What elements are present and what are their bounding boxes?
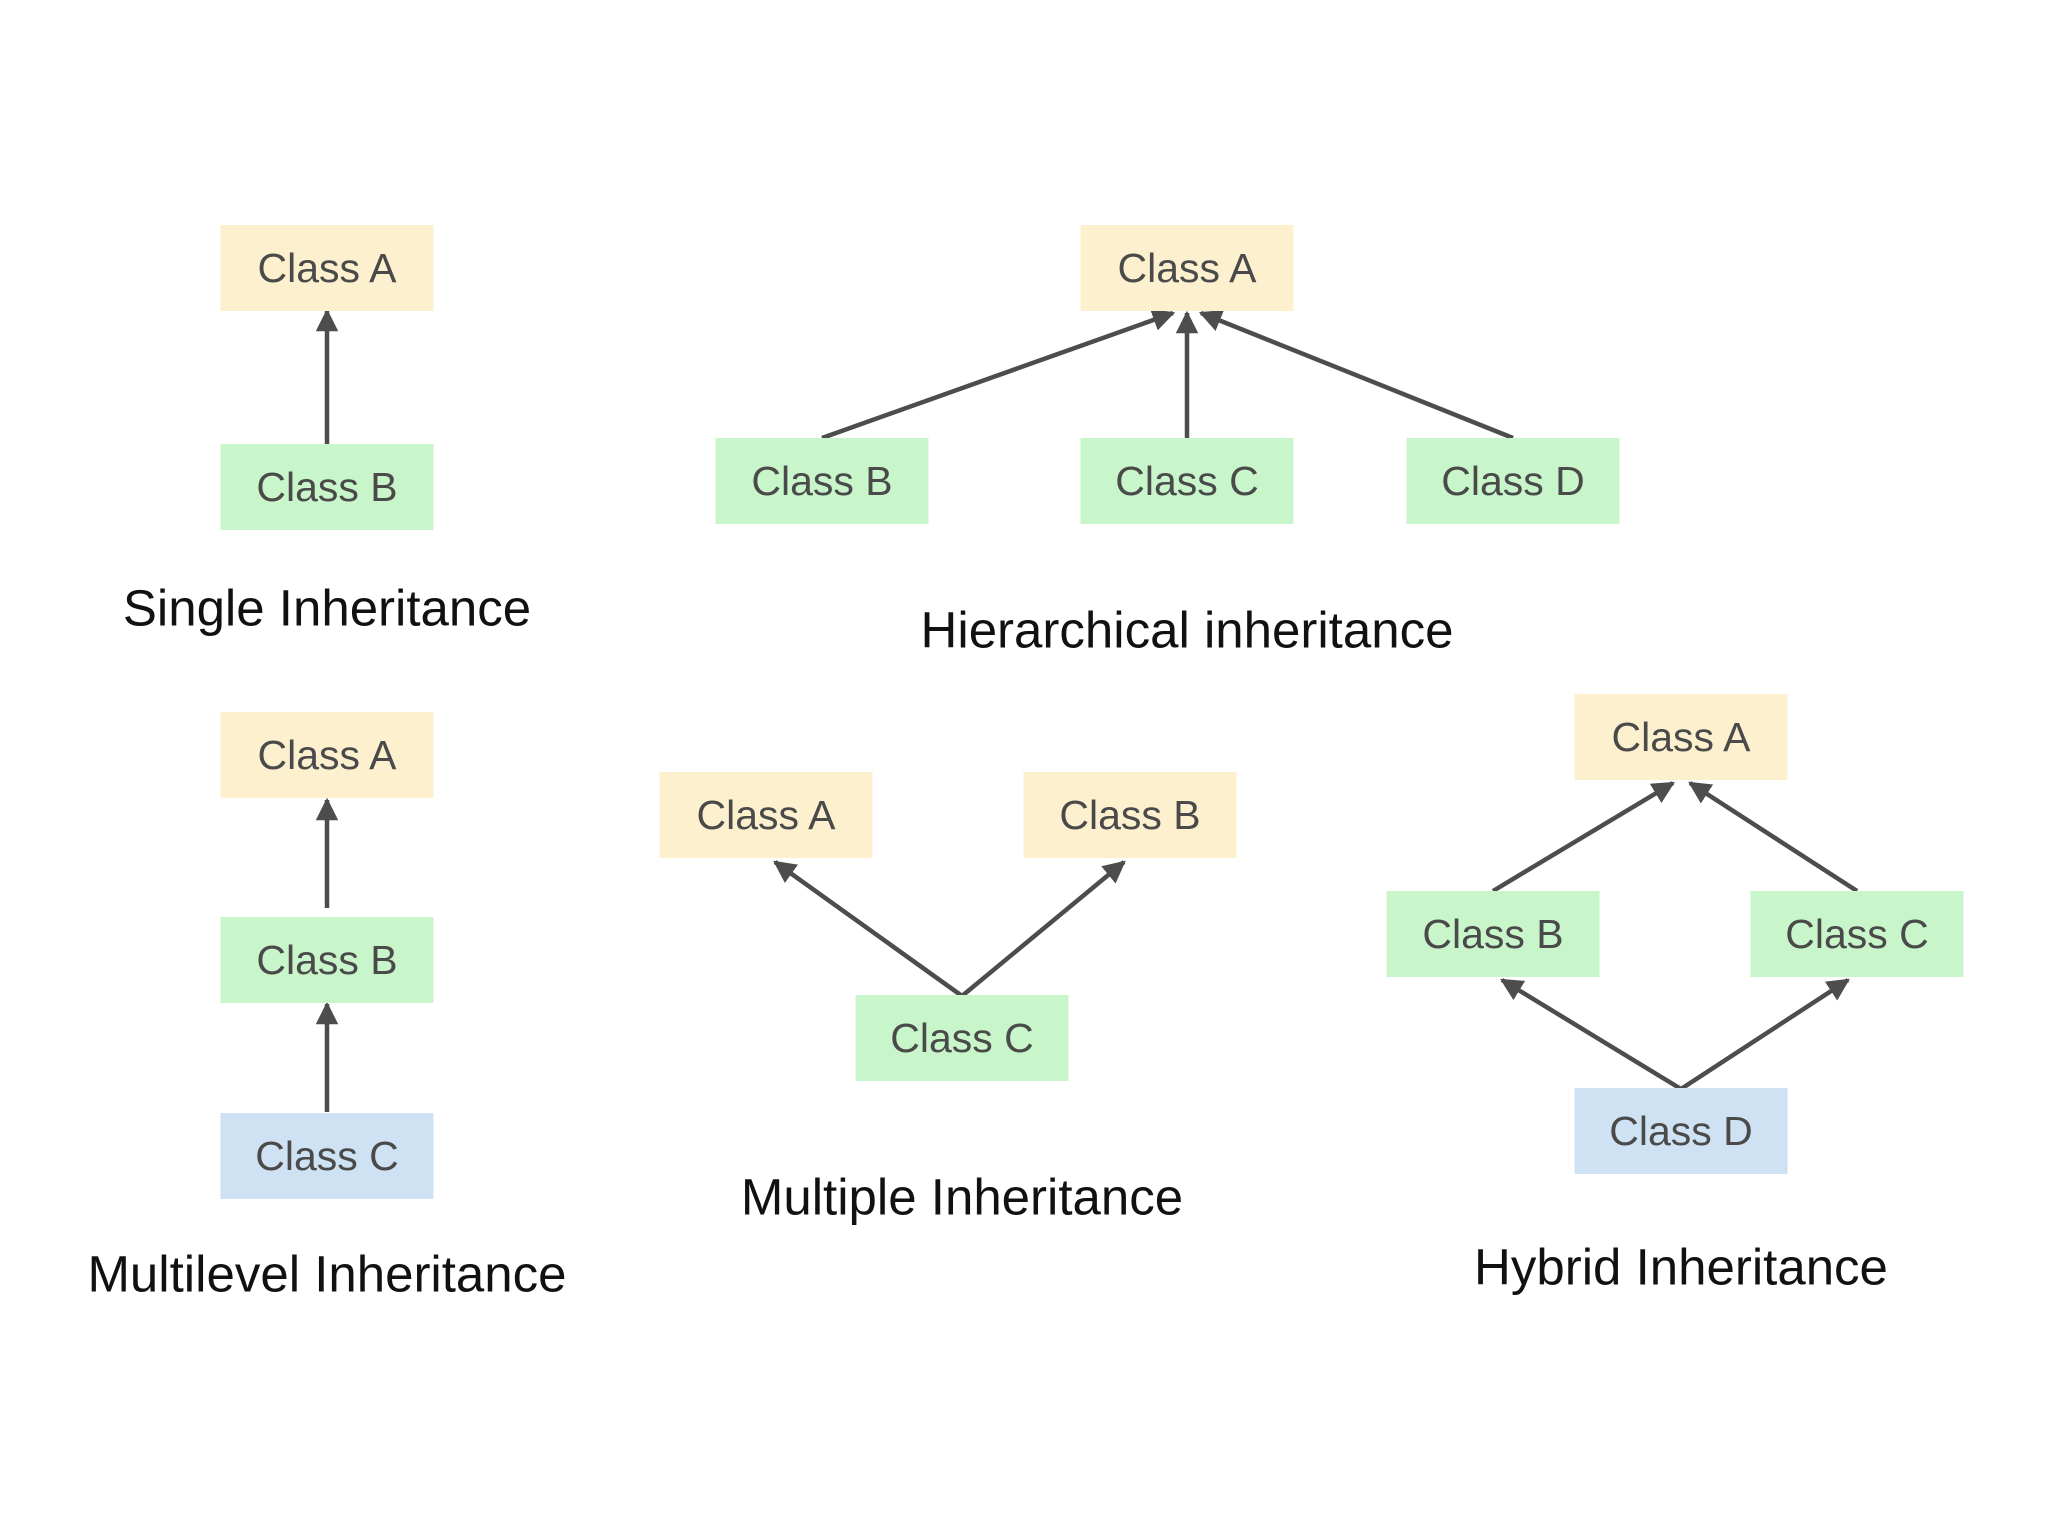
class-box-class-a: Class A xyxy=(1574,694,1788,780)
class-box-background xyxy=(1080,438,1294,524)
class-box-label: Class C xyxy=(1785,911,1929,957)
class-box-background xyxy=(1574,1088,1788,1174)
inheritance-arrow-class-d-to-class-b xyxy=(1500,978,1683,1091)
class-box-background xyxy=(1750,891,1964,977)
class-box-class-a: Class A xyxy=(1080,225,1294,311)
inheritance-arrow-class-c-to-class-b xyxy=(960,860,1126,998)
class-box-class-b: Class B xyxy=(220,444,434,530)
class-box-background xyxy=(1023,772,1237,858)
inheritance-arrow-class-b-to-class-a xyxy=(1491,781,1675,893)
hybrid-inheritance-diagram: Class A Class B Class C Class D Hybrid Inher… xyxy=(1386,694,1964,1296)
inheritance-arrow-class-b-to-class-a xyxy=(821,309,1176,441)
class-box-class-b: Class B xyxy=(1023,772,1237,858)
class-box-background xyxy=(220,225,434,311)
class-box-class-a: Class A xyxy=(220,712,434,798)
class-box-label: Class A xyxy=(697,792,837,838)
class-box-label: Class C xyxy=(1115,458,1259,504)
class-box-background xyxy=(220,1113,434,1199)
class-box-label: Class A xyxy=(258,732,398,778)
single-inheritance-diagram: Class A Class B Single Inheritance xyxy=(123,225,531,637)
class-box-class-c: Class C xyxy=(220,1113,434,1199)
diagram-caption: Multiple Inheritance xyxy=(741,1169,1183,1226)
multilevel-inheritance-diagram: Class A Class B Class C Multilevel Inherita… xyxy=(87,712,567,1303)
inheritance-arrow-class-c-to-class-a xyxy=(1688,781,1859,893)
inheritance-arrow-class-c-to-class-a xyxy=(773,860,964,998)
class-box-label: Class D xyxy=(1441,458,1585,504)
class-box-label: Class B xyxy=(1422,911,1563,957)
diagram-caption: Hierarchical inheritance xyxy=(921,602,1454,659)
inheritance-arrow-class-d-to-class-a xyxy=(1198,310,1514,441)
class-box-label: Class B xyxy=(751,458,892,504)
class-box-class-a: Class A xyxy=(220,225,434,311)
hierarchical-inheritance-diagram: Class A Class B Class C Class D Hierarchical… xyxy=(715,225,1620,659)
class-box-class-d: Class D xyxy=(1406,438,1620,524)
class-box-background xyxy=(1406,438,1620,524)
inheritance-arrow-class-d-to-class-c xyxy=(1679,978,1850,1091)
class-box-label: Class B xyxy=(256,937,397,983)
class-box-label: Class C xyxy=(890,1015,1034,1061)
class-box-background xyxy=(1080,225,1294,311)
class-box-class-c: Class C xyxy=(1080,438,1294,524)
class-box-label: Class B xyxy=(256,464,397,510)
class-box-background xyxy=(220,444,434,530)
class-box-background xyxy=(715,438,929,524)
class-box-label: Class A xyxy=(1118,245,1258,291)
class-box-background xyxy=(659,772,873,858)
class-box-background xyxy=(220,917,434,1003)
class-box-class-c: Class C xyxy=(855,995,1069,1081)
multiple-inheritance-diagram: Class A Class B Class C Multiple Inheritanc… xyxy=(659,772,1237,1226)
class-box-class-b: Class B xyxy=(715,438,929,524)
class-box-class-d: Class D xyxy=(1574,1088,1788,1174)
diagram-caption: Single Inheritance xyxy=(123,580,531,637)
class-box-background xyxy=(1386,891,1600,977)
class-box-class-b: Class B xyxy=(220,917,434,1003)
class-box-label: Class C xyxy=(255,1133,399,1179)
class-box-class-c: Class C xyxy=(1750,891,1964,977)
class-box-label: Class B xyxy=(1059,792,1200,838)
class-box-label: Class D xyxy=(1609,1108,1753,1154)
diagram-caption: Hybrid Inheritance xyxy=(1474,1239,1888,1296)
class-box-label: Class A xyxy=(258,245,398,291)
class-box-label: Class A xyxy=(1612,714,1752,760)
class-box-class-b: Class B xyxy=(1386,891,1600,977)
diagram-caption: Multilevel Inheritance xyxy=(87,1246,566,1303)
class-box-background xyxy=(855,995,1069,1081)
class-box-background xyxy=(1574,694,1788,780)
class-box-background xyxy=(220,712,434,798)
class-box-class-a: Class A xyxy=(659,772,873,858)
